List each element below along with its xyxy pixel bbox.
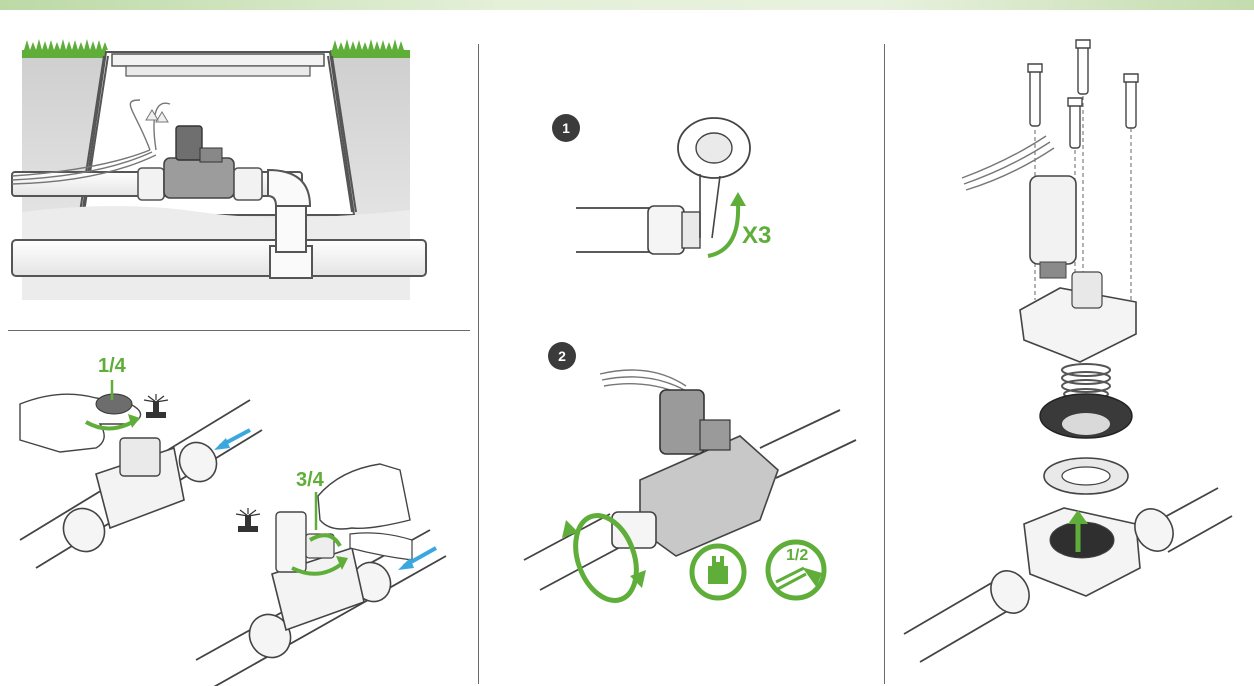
step2-panel: 2 1/2 — [524, 342, 856, 609]
manual-bleed-panel: 1/4 3/4 — [20, 355, 446, 686]
step1-panel: 1 X3 — [552, 114, 771, 256]
grass-left — [22, 39, 108, 58]
sprinkler-icon — [236, 508, 260, 532]
half-turn-label: 1/2 — [786, 547, 808, 564]
repeat-label: X3 — [742, 222, 771, 249]
quarter-turn-label: 1/4 — [98, 355, 127, 377]
pliers-icon: 1/2 — [768, 542, 824, 598]
three-quarter-turn-label: 3/4 — [296, 469, 325, 491]
step2-number: 2 — [558, 348, 566, 364]
hand-tighten-icon — [692, 546, 744, 598]
grass-right — [330, 39, 410, 58]
sprinkler-icon — [144, 394, 168, 418]
exploded-valve-panel — [904, 40, 1232, 662]
step1-number: 1 — [562, 120, 570, 136]
valve-box-panel — [12, 39, 426, 300]
